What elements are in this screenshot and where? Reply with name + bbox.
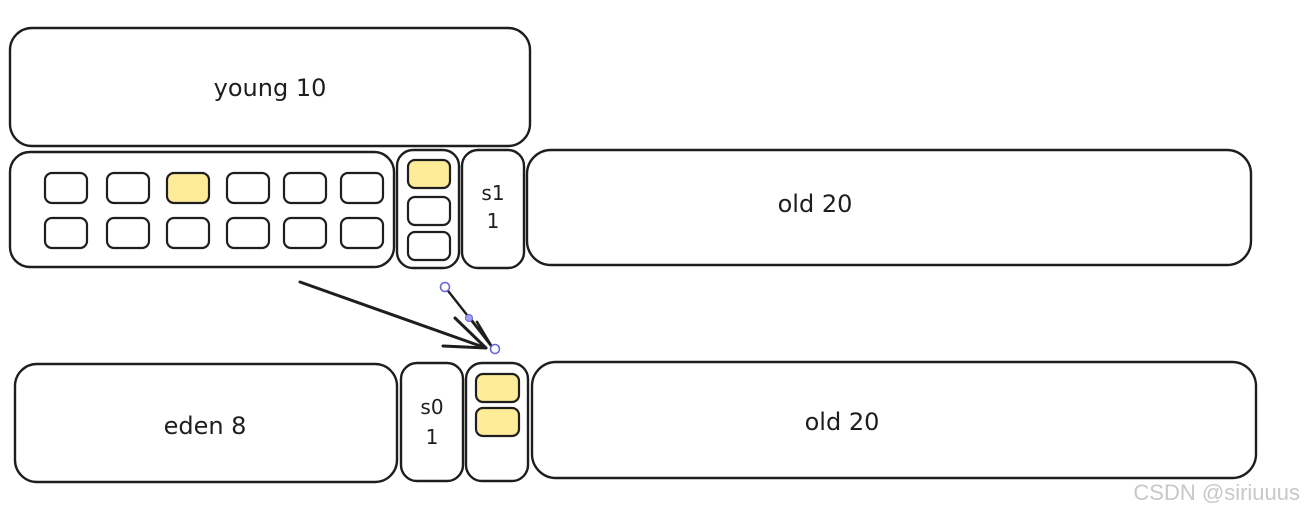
bottom-s1-cells (474, 372, 521, 438)
bottom-s0-label: s0 (420, 395, 443, 419)
s1-cell (474, 372, 521, 404)
bottom-s0-count: 1 (426, 425, 439, 449)
eden-cell (105, 171, 151, 205)
bottom-old-box (530, 360, 1258, 480)
top-s0-cells (406, 158, 452, 262)
s0-cell (406, 230, 452, 262)
bottom-old-label: old 20 (805, 408, 880, 436)
eden-cell (165, 171, 211, 205)
arrow-handle-end (489, 343, 501, 355)
arrow-handle-start (439, 281, 451, 293)
top-s1-count: 1 (487, 209, 500, 233)
eden-cell (282, 216, 328, 250)
eden-cell (43, 171, 89, 205)
s0-cell (406, 158, 452, 190)
s1-cell (474, 406, 521, 438)
eden-cell (225, 171, 271, 205)
top-eden-box (8, 150, 396, 269)
bottom-s0-box (399, 361, 465, 483)
bottom-eden-box (13, 362, 399, 484)
arrow-handle-mid (465, 314, 473, 322)
top-s1-label: s1 (481, 181, 504, 205)
arrow-line-main (298, 280, 488, 350)
eden-cell (43, 216, 89, 250)
young-label: young 10 (214, 74, 327, 102)
top-old-label: old 20 (778, 190, 853, 218)
eden-cell (282, 171, 328, 205)
copy-arrows (298, 280, 501, 355)
eden-cell (105, 216, 151, 250)
eden-cell (339, 171, 385, 205)
s0-cell (406, 195, 452, 227)
arrow-head-main (441, 316, 488, 350)
bottom-eden-label: eden 8 (164, 412, 247, 440)
young-box (8, 26, 532, 148)
watermark: CSDN @siriuuus (1133, 480, 1300, 505)
top-old-box (525, 148, 1253, 267)
eden-cell (339, 216, 385, 250)
top-s1-box (460, 148, 526, 270)
top-eden-cells (43, 171, 385, 250)
eden-cell (225, 216, 271, 250)
eden-cell (165, 216, 211, 250)
